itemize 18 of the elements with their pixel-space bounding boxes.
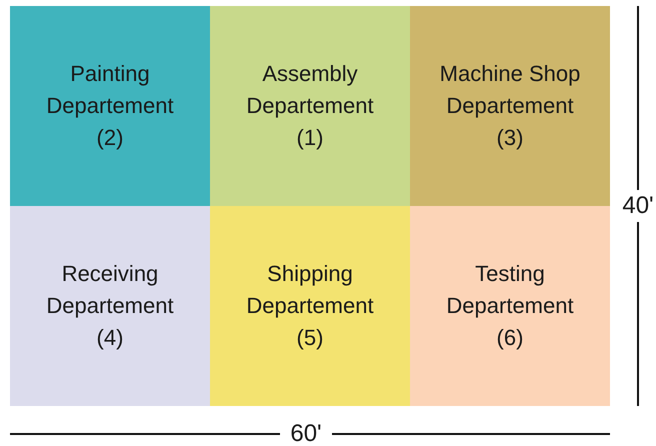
department-label: Testing Departement xyxy=(445,260,575,320)
department-area xyxy=(410,206,610,406)
department-label: Machine Shop Departement xyxy=(438,60,582,120)
department-label: (6) xyxy=(496,324,524,352)
department-area xyxy=(10,6,210,206)
department-area xyxy=(210,206,410,406)
department-label: (5) xyxy=(296,324,324,352)
department-area xyxy=(410,6,610,206)
department-label: Shipping Departement xyxy=(245,260,375,320)
department-label: Painting Departement xyxy=(45,60,175,120)
department-label: (1) xyxy=(296,124,324,152)
department-label: (4) xyxy=(96,324,124,352)
department-label: Receiving Departement xyxy=(45,260,175,320)
department-area xyxy=(210,6,410,206)
department-label: (3) xyxy=(496,124,524,152)
department-area xyxy=(10,206,210,406)
department-label: Assembly Departement xyxy=(245,60,375,120)
department-label: (2) xyxy=(96,124,124,152)
